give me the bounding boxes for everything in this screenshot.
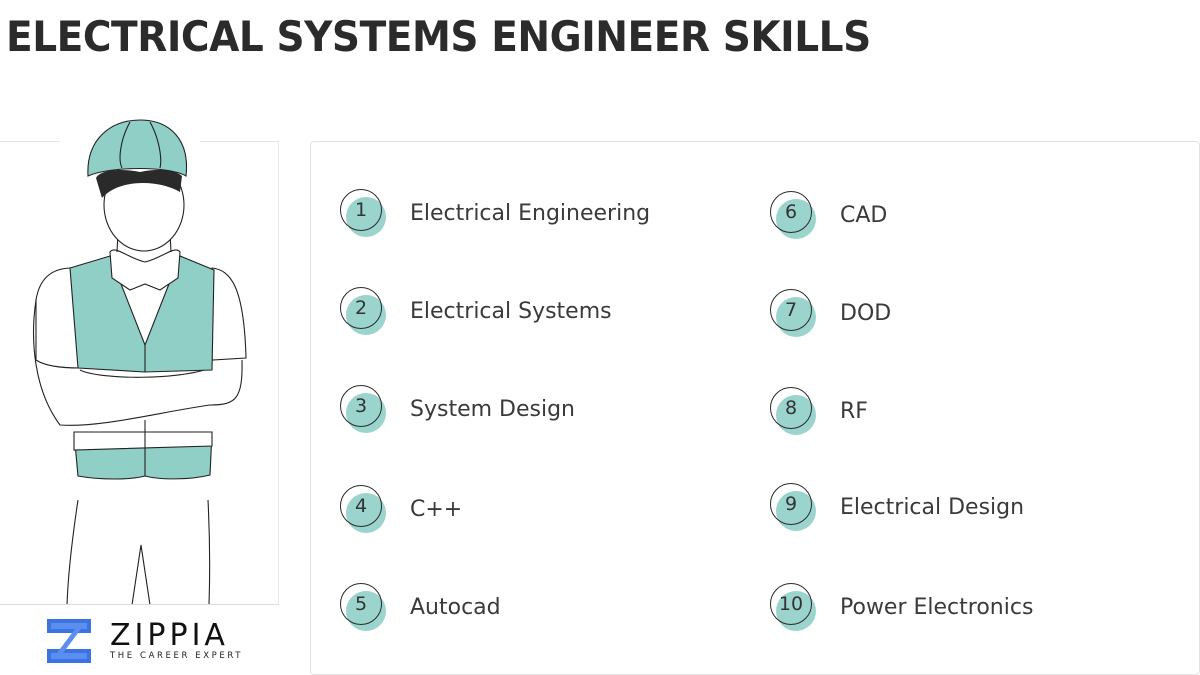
number-badge: 2 bbox=[340, 287, 388, 335]
skill-item: 4 C++ bbox=[340, 484, 462, 534]
skill-label: Electrical Engineering bbox=[410, 200, 651, 226]
skill-label: C++ bbox=[410, 496, 463, 522]
skill-label: System Design bbox=[410, 396, 575, 422]
zippia-z-logo-icon bbox=[47, 619, 91, 663]
brand-footer bbox=[0, 604, 279, 675]
skill-label: Electrical Design bbox=[840, 494, 1025, 520]
number-badge: 8 bbox=[770, 387, 818, 435]
skill-label: Autocad bbox=[410, 594, 501, 620]
skill-item: 10 Power Electronics bbox=[770, 582, 1033, 632]
number-badge: 5 bbox=[340, 583, 388, 631]
number-badge: 10 bbox=[770, 583, 818, 631]
skill-item: 5 Autocad bbox=[340, 582, 501, 632]
number-badge: 9 bbox=[770, 483, 818, 531]
skill-item: 7 DOD bbox=[770, 288, 891, 338]
page-title: ELECTRICAL SYSTEMS ENGINEER SKILLS bbox=[6, 12, 871, 61]
skill-item: 6 CAD bbox=[770, 190, 887, 240]
number-badge: 7 bbox=[770, 289, 818, 337]
skill-label: CAD bbox=[840, 202, 888, 228]
number-badge: 6 bbox=[770, 191, 818, 239]
skill-label: Electrical Systems bbox=[410, 298, 612, 324]
number-badge: 4 bbox=[340, 485, 388, 533]
skill-item: 1 Electrical Engineering bbox=[340, 188, 650, 238]
skill-item: 8 RF bbox=[770, 386, 868, 436]
skill-item: 9 Electrical Design bbox=[770, 482, 1024, 532]
skill-label: RF bbox=[840, 398, 868, 424]
engineer-illustration-icon bbox=[33, 119, 247, 605]
skill-item: 2 Electrical Systems bbox=[340, 286, 612, 336]
number-badge: 1 bbox=[340, 189, 388, 237]
skill-label: Power Electronics bbox=[840, 594, 1034, 620]
skill-label: DOD bbox=[840, 300, 892, 326]
skills-card bbox=[310, 141, 1200, 675]
brand-name: ZIPPIA bbox=[110, 618, 229, 653]
brand-tagline: THE CAREER EXPERT bbox=[110, 651, 244, 661]
skill-item: 3 System Design bbox=[340, 384, 575, 434]
number-badge: 3 bbox=[340, 385, 388, 433]
